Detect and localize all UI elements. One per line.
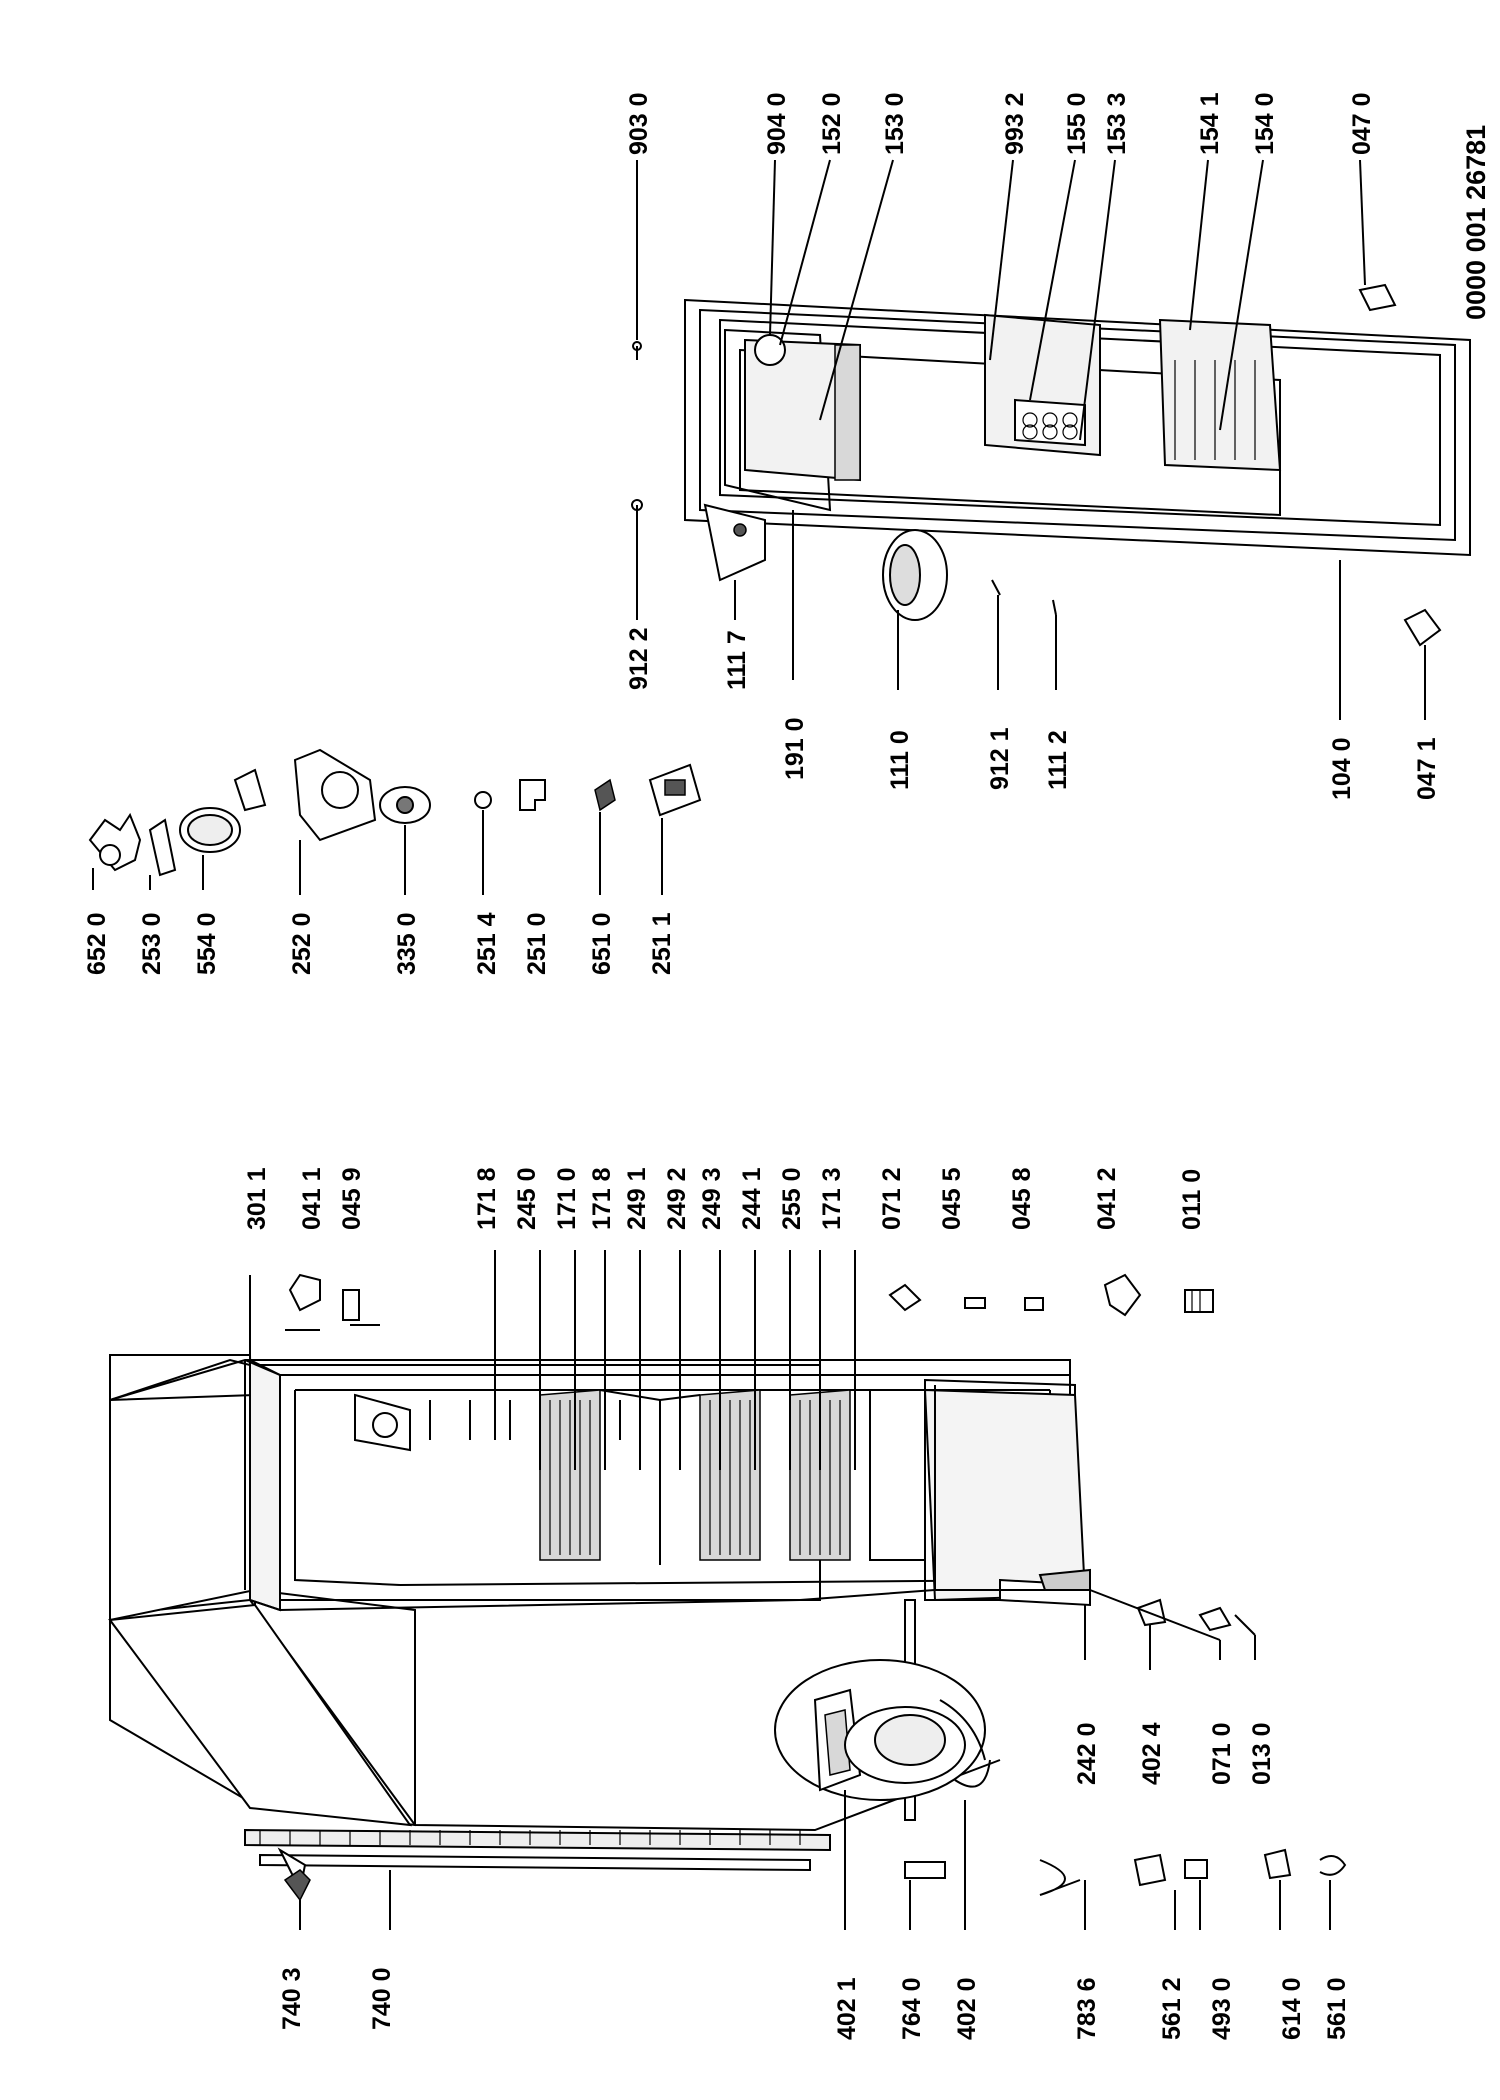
label-554-0: 554 0 [193,912,221,975]
label-153-0: 153 0 [881,92,909,155]
label-154-1: 154 1 [1196,92,1224,155]
label-252-0: 252 0 [288,912,316,975]
label-764-0: 764 0 [898,1977,926,2040]
document-code: 0000 001 26781 [1461,125,1491,320]
label-402-1: 402 1 [833,1977,861,2040]
thermostat-parts [88,748,702,877]
label-249-1: 249 1 [623,1167,651,1230]
label-251-0: 251 0 [523,912,551,975]
label-912-1: 912 1 [986,727,1014,790]
label-171-3: 171 3 [818,1167,846,1230]
label-071-2: 071 2 [878,1167,906,1230]
label-154-0: 154 0 [1251,92,1279,155]
label-651-0: 651 0 [588,912,616,975]
label-253-0: 253 0 [138,912,166,975]
label-993-2: 993 2 [1001,92,1029,155]
compressor-assembly [774,1659,991,1801]
label-041-2: 041 2 [1093,1167,1121,1230]
label-561-0: 561 0 [1323,1977,1351,2040]
label-493-0: 493 0 [1208,1977,1236,2040]
label-244-1: 244 1 [738,1167,766,1230]
label-251-1: 251 1 [648,912,676,975]
label-912-2: 912 2 [625,627,653,690]
label-047-0: 047 0 [1348,92,1376,155]
label-104-0: 104 0 [1328,737,1356,800]
label-740-0: 740 0 [368,1967,396,2030]
cabinet-hardware-parts [288,1273,1214,1321]
label-245-0: 245 0 [513,1167,541,1230]
label-335-0: 335 0 [393,912,421,975]
label-301-1: 301 1 [243,1167,271,1230]
label-041-1: 041 1 [298,1167,326,1230]
label-171-8-a: 171 8 [473,1167,501,1230]
refrigerator-cabinet [108,1354,1091,1832]
label-013-0: 013 0 [1248,1722,1276,1785]
label-652-0: 652 0 [83,912,111,975]
label-740-3: 740 3 [278,1967,306,2030]
cabinet-leader-lines [249,1250,856,1470]
label-111-2: 111 2 [1044,730,1072,790]
label-011-0: 011 0 [1178,1169,1206,1230]
label-045-9: 045 9 [338,1167,366,1230]
left-leader-lines [299,1589,1331,1930]
label-242-0: 242 0 [1073,1722,1101,1785]
label-402-4: 402 4 [1138,1722,1166,1785]
label-561-2: 561 2 [1158,1977,1186,2040]
label-249-2: 249 2 [663,1167,691,1230]
label-191-0: 191 0 [781,717,809,780]
label-171-8-b: 171 8 [588,1167,616,1230]
label-045-5: 045 5 [938,1167,966,1230]
label-251-4: 251 4 [473,912,501,975]
label-071-0: 071 0 [1208,1722,1236,1785]
part-labels: 740 3 740 0 402 1 764 0 402 0 783 6 561 … [83,92,1491,2040]
label-111-0: 111 0 [886,730,914,790]
label-402-0: 402 0 [953,1977,981,2040]
label-904-0: 904 0 [763,92,791,155]
bottom-row-small-parts [904,1598,1347,1896]
label-047-1: 047 1 [1413,737,1441,800]
label-783-6: 783 6 [1073,1977,1101,2040]
door-assembly [631,283,1471,647]
door-leader-lines [636,159,1426,720]
label-152-0: 152 0 [818,92,846,155]
label-255-0: 255 0 [778,1167,806,1230]
label-614-0: 614 0 [1278,1977,1306,2040]
label-153-3: 153 3 [1103,92,1131,155]
label-903-0: 903 0 [625,92,653,155]
label-171-0: 171 0 [553,1167,581,1230]
label-111-7: 111 7 [723,630,751,690]
label-155-0: 155 0 [1063,92,1091,155]
label-045-8: 045 8 [1008,1167,1036,1230]
label-249-3: 249 3 [698,1167,726,1230]
middle-leader-lines [92,810,663,895]
